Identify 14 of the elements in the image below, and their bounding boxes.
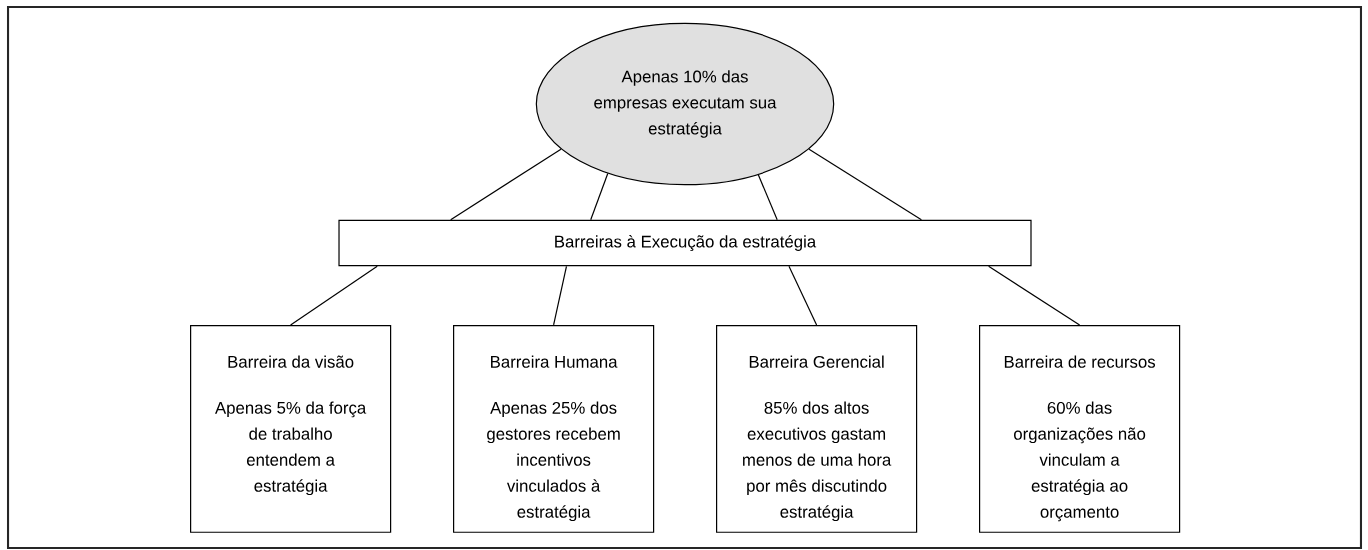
barrier-box: Barreira Gerencial 85% dos altos executivos gastam menos de uma hora por mês discutindo estratégia	[716, 325, 918, 533]
connector-line	[988, 265, 1081, 326]
connector-line	[290, 265, 378, 326]
ellipse-node: Apenas 10% das empresas executam sua estratégia	[535, 22, 835, 186]
connector-line	[757, 174, 778, 221]
barrier-box: Barreira da visão Apenas 5% da força de trabalho entendem a estratégia	[190, 325, 392, 533]
connector-line	[450, 148, 562, 221]
connector-line	[590, 172, 609, 221]
connector-line	[553, 265, 568, 326]
barrier-box: Barreira de recursos 60% das organizações não vinculam a estratégia ao orçamento	[979, 325, 1181, 533]
connector-line	[788, 265, 818, 326]
connector-line	[808, 148, 922, 221]
barrier-box: Barreira Humana Apenas 25% dos gestores recebem incentivos vinculados à estratégia	[453, 325, 655, 533]
title-bar: Barreiras à Execução da estratégia	[338, 219, 1032, 267]
